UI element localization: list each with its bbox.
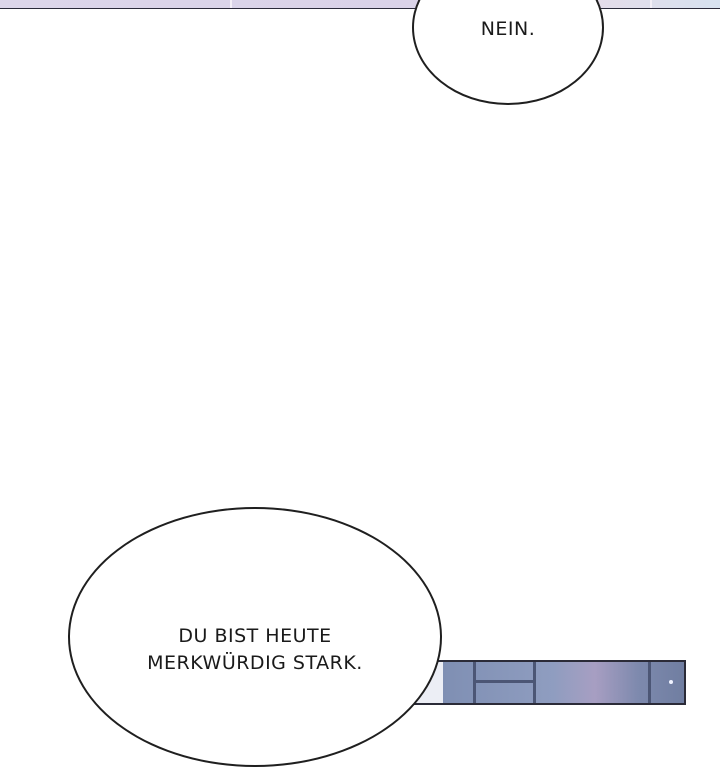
night-star — [669, 680, 673, 684]
panel-light-streak — [230, 0, 232, 8]
speech-text-bottom: DU BIST HEUTE MERKWÜRDIG STARK. — [70, 623, 440, 677]
top-comic-panel-edge — [0, 0, 720, 9]
speech-text-nein: NEIN. — [480, 18, 536, 40]
speech-line-1: DU BIST HEUTE — [178, 625, 332, 647]
window-frame — [473, 680, 535, 683]
speech-line-2: MERKWÜRDIG STARK. — [147, 652, 363, 674]
panel-light-streak — [650, 0, 652, 8]
speech-bubble-bottom: DU BIST HEUTE MERKWÜRDIG STARK. — [68, 507, 442, 767]
panel-night-window — [443, 662, 684, 703]
window-frame — [648, 662, 651, 703]
speech-bubble-top: NEIN. — [412, 0, 604, 105]
